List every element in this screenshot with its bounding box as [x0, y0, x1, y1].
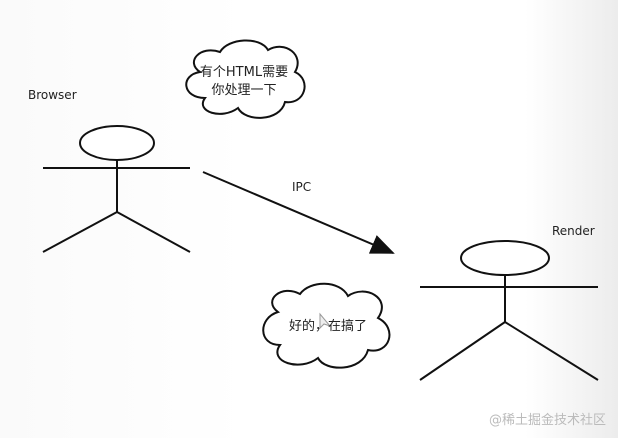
browser-message: 有个HTML需要 你处理一下: [188, 64, 300, 100]
browser-stick-figure: [42, 125, 191, 253]
render-label: Render: [552, 224, 595, 238]
browser-label: Browser: [28, 88, 77, 102]
render-message: 好的，在搞了: [288, 319, 367, 334]
cursor-icon: [319, 312, 332, 330]
browser-message-line1: 有个HTML需要: [199, 65, 289, 80]
render-stick-figure: [419, 240, 599, 381]
browser-message-line2: 你处理一下: [211, 83, 277, 98]
render-speech-cloud: [262, 282, 391, 369]
ipc-arrow: [202, 171, 395, 254]
ipc-label: IPC: [292, 180, 312, 194]
browser-speech-cloud: [185, 39, 306, 119]
watermark: @稀土掘金技术社区: [488, 413, 606, 428]
